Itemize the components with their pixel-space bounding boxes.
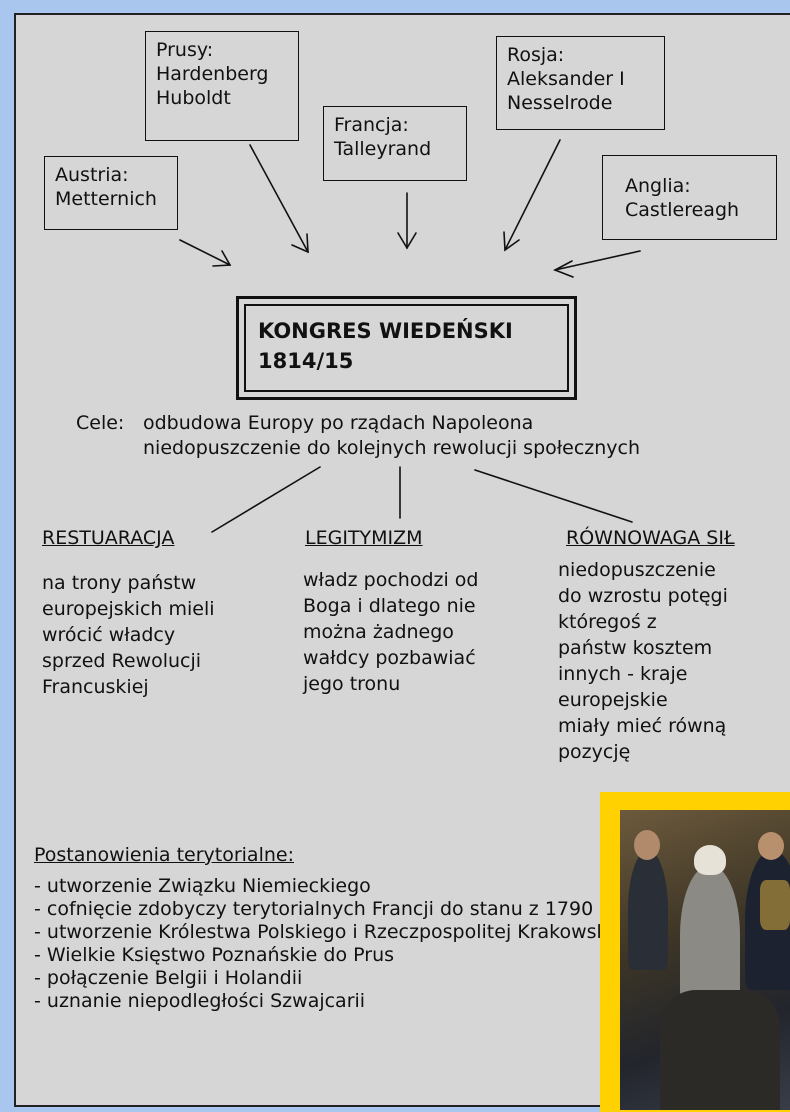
list-item: - cofnięcie zdobyczy terytorialnych Fran…	[34, 898, 612, 920]
box-rosja: Rosja: Aleksander I Nesselrode	[496, 36, 665, 130]
goals-label: Cele:	[76, 412, 125, 434]
list-item: - utworzenie Królestwa Polskiego i Rzecz…	[34, 921, 630, 943]
territorial-list: - utworzenie Związku Niemieckiego - cofn…	[34, 875, 630, 1013]
principle-title-restuaracja: RESTUARACJA	[42, 527, 175, 549]
box-prusy: Prusy: Hardenberg Huboldt	[145, 31, 299, 141]
box-francja: Francja: Talleyrand	[323, 106, 467, 181]
congress-painting-image	[620, 810, 790, 1110]
list-item: - utworzenie Związku Niemieckiego	[34, 875, 371, 897]
goals-line-2: niedopuszczenie do kolejnych rewolucji s…	[143, 437, 641, 459]
box-anglia: Anglia: Castlereagh	[602, 155, 777, 240]
principle-title-rownowaga: RÓWNOWAGA SIŁ	[566, 527, 735, 549]
list-item: - Wielkie Księstwo Poznańskie do Prus	[34, 944, 395, 966]
kongres-title: KONGRES WIEDEŃSKI 1814/15	[244, 304, 569, 392]
principle-text-legitymizm: władz pochodzi od Boga i dlatego nie moż…	[303, 569, 479, 695]
list-item: - uznanie niepodległości Szwajcarii	[34, 990, 366, 1012]
principle-title-legitymizm: LEGITYMIZM	[305, 527, 423, 549]
box-austria: Austria: Metternich	[44, 156, 178, 230]
list-item: - połączenie Belgii i Holandii	[34, 967, 303, 989]
kongres-box: KONGRES WIEDEŃSKI 1814/15	[236, 296, 577, 400]
principle-text-restuaracja: na trony państw europejskich mieli wróci…	[42, 572, 215, 698]
principle-text-rownowaga: niedopuszczenie do wzrostu potęgi któreg…	[558, 559, 728, 763]
territorial-title: Postanowienia terytorialne:	[34, 844, 294, 866]
goals-line-1: odbudowa Europy po rządach Napoleona	[143, 412, 534, 434]
painting-frame	[600, 792, 790, 1112]
